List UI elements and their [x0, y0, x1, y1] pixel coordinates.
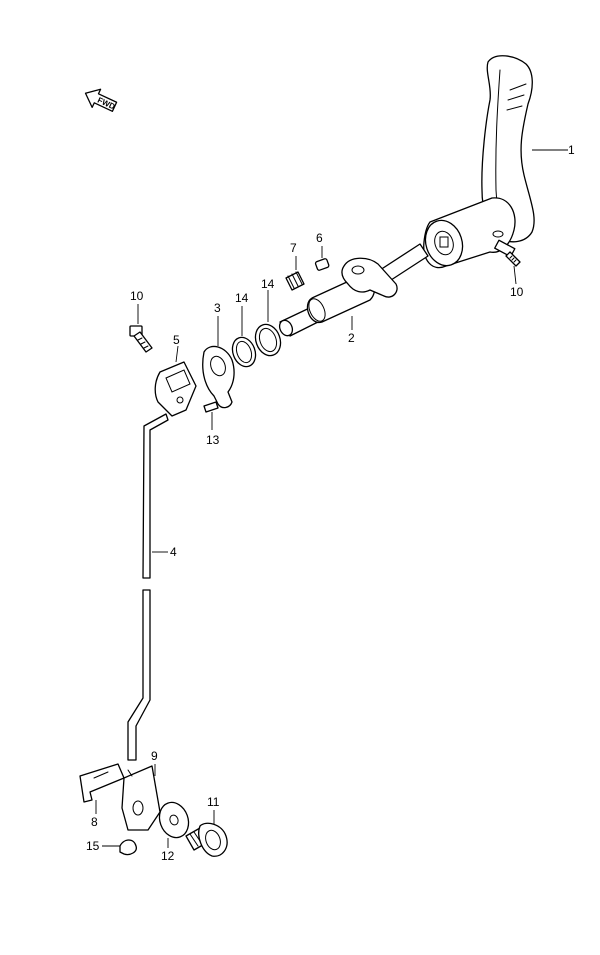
callout-14-right: 14 — [261, 277, 275, 291]
callout-13: 13 — [206, 433, 220, 447]
hex-bolt[interactable] — [185, 822, 228, 857]
callout-14-left: 14 — [235, 291, 249, 305]
dowel-pin[interactable] — [203, 401, 219, 413]
rod-clip-plate[interactable] — [79, 763, 125, 803]
callout-11: 11 — [207, 795, 220, 809]
callout-10-right: 10 — [510, 285, 524, 299]
bolt-upper-left[interactable] — [129, 325, 153, 353]
link-holder[interactable] — [121, 765, 161, 831]
tiller-handle[interactable] — [420, 55, 535, 271]
callout-15: 15 — [86, 839, 100, 853]
callout-6: 6 — [316, 231, 323, 245]
spring[interactable] — [285, 271, 305, 291]
fwd-arrow-icon: FWD — [84, 88, 118, 112]
tiller-shaft[interactable] — [277, 243, 429, 338]
callout-7: 7 — [290, 241, 297, 255]
callout-5: 5 — [173, 333, 180, 347]
callout-1: 1 — [568, 143, 575, 157]
callout-2: 2 — [348, 331, 355, 345]
o-ring-inner[interactable] — [229, 334, 260, 370]
callout-4: 4 — [170, 545, 177, 559]
bolt-upper-right[interactable] — [494, 239, 521, 267]
callout-12: 12 — [161, 849, 175, 863]
callout-8: 8 — [91, 815, 98, 829]
flat-washer[interactable] — [155, 798, 194, 841]
callout-10-left: 10 — [130, 289, 144, 303]
pin[interactable] — [314, 258, 330, 271]
e-clip[interactable] — [119, 839, 137, 856]
callout-9: 9 — [151, 749, 158, 763]
callout-3: 3 — [214, 301, 221, 315]
throttle-bracket[interactable] — [154, 361, 197, 417]
o-ring-outer[interactable] — [251, 321, 284, 359]
throttle-rod[interactable] — [127, 413, 169, 761]
friction-plate[interactable] — [202, 345, 235, 409]
